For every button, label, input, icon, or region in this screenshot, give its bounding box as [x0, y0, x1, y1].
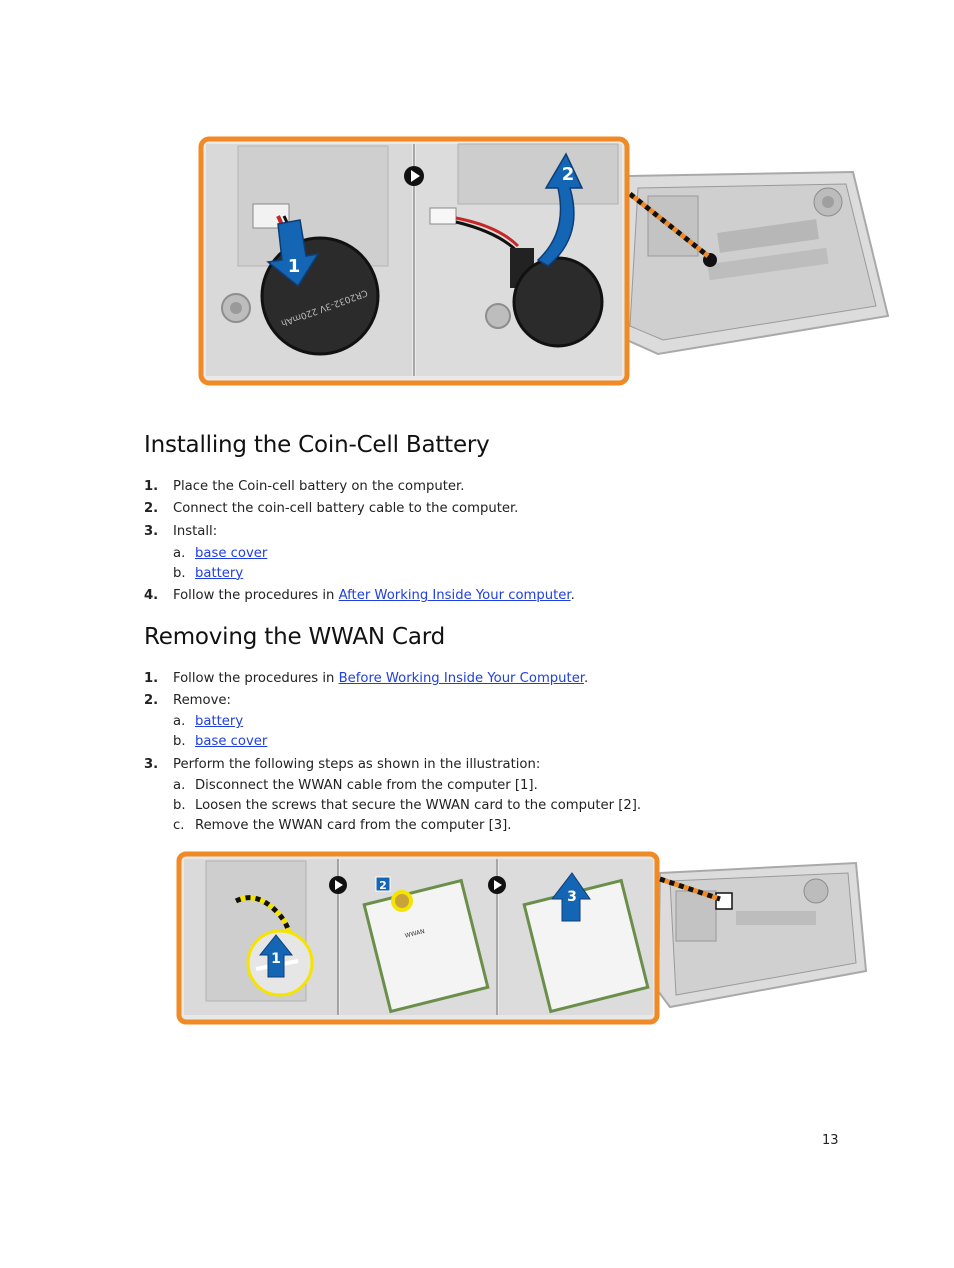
step-2-arrow: 2	[536, 152, 584, 267]
substep-letter: a.	[173, 545, 186, 561]
battery-link[interactable]: battery	[195, 714, 244, 730]
remove-wwan-steps-list: 1. Follow the procedures in Before Worki…	[144, 669, 844, 838]
step-1-arrow: 1	[266, 219, 320, 288]
step-number: 2.	[144, 501, 159, 517]
list-item: a. base cover	[173, 544, 844, 564]
step-3-arrow: 3	[550, 872, 591, 922]
step-1-label: 1	[271, 951, 281, 967]
list-item: b. base cover	[173, 732, 844, 752]
wwan-card	[362, 878, 490, 1014]
page-number: 13	[822, 1133, 839, 1148]
substep-letter: b.	[173, 734, 186, 750]
list-item: a. battery	[173, 712, 844, 732]
section-title-remove-wwan: Removing the WWAN Card	[144, 624, 446, 650]
step-text: Follow the procedures in Before Working …	[173, 669, 844, 689]
substep-letter: a.	[173, 714, 186, 730]
step-text: Remove:	[173, 693, 231, 709]
step-number: 2.	[144, 693, 159, 709]
base-cover-link[interactable]: base cover	[195, 734, 268, 750]
coin-cell-removal-illustration: CR2032-3V 220mAh 1 2	[198, 136, 890, 386]
list-item: 3. Install: a. base cover b. battery	[144, 522, 844, 584]
screw-icon	[391, 890, 413, 912]
panel-remove-card: 3	[499, 859, 653, 1015]
substep-letter: a.	[173, 777, 186, 793]
step-number: 1.	[144, 671, 159, 686]
list-item: 1. Follow the procedures in Before Worki…	[144, 669, 844, 689]
substep-text: Loosen the screws that secure the WWAN c…	[195, 797, 642, 813]
sequence-arrow-icon	[329, 876, 347, 894]
laptop-overview-image	[616, 170, 890, 356]
list-item: 3. Perform the following steps as shown …	[144, 755, 844, 836]
step-text: Connect the coin-cell battery cable to t…	[173, 501, 519, 517]
step-number: 3.	[144, 756, 159, 772]
list-item: a. Disconnect the WWAN cable from the co…	[173, 776, 844, 796]
panel-disconnect: CR2032-3V 220mAh 1	[206, 144, 412, 376]
after-working-inside-link[interactable]: After Working Inside Your computer	[338, 588, 571, 604]
step-text-suffix: .	[584, 671, 589, 686]
step-number: 3.	[144, 523, 159, 539]
step-1-label: 1	[288, 256, 301, 277]
substep-letter: b.	[173, 797, 186, 813]
list-item: 1. Place the Coin-cell battery on the co…	[144, 477, 844, 497]
step-text: Perform the following steps as shown in …	[173, 756, 541, 772]
step-text: Follow the procedures in After Working I…	[173, 586, 844, 606]
list-item: b. Loosen the screws that secure the WWA…	[173, 796, 844, 816]
step-2-badge	[375, 876, 391, 892]
panel-disconnect-cable: 1	[184, 859, 338, 1015]
coin-cell-battery-removed	[512, 256, 604, 348]
step-text: Place the Coin-cell battery on the compu…	[173, 479, 465, 494]
step-text-prefix: Follow the procedures in	[173, 671, 339, 686]
list-item: c. Remove the WWAN card from the compute…	[173, 816, 844, 836]
battery-link[interactable]: battery	[195, 565, 244, 581]
before-working-inside-link[interactable]: Before Working Inside Your Computer	[338, 671, 585, 686]
step-text: Install:	[173, 523, 218, 539]
section-title-install-coin-cell: Installing the Coin-Cell Battery	[144, 432, 490, 458]
wwan-removal-illustration: 1 WWAN 2 3	[176, 851, 868, 1025]
substep-letter: b.	[173, 565, 186, 581]
install-steps-list: 1. Place the Coin-cell battery on the co…	[144, 477, 844, 609]
step-text-suffix: .	[570, 588, 575, 604]
panel-loosen-screw: WWAN 2	[340, 859, 496, 1015]
list-item: b. battery	[173, 564, 844, 584]
list-item: 4. Follow the procedures in After Workin…	[144, 586, 844, 606]
step-1-arrow: 1	[258, 934, 294, 978]
substep-list: a. battery b. base cover	[173, 712, 844, 752]
laptop-overview-image	[656, 861, 868, 1009]
substep-text: Remove the WWAN card from the computer […	[195, 817, 512, 833]
list-item: 2. Connect the coin-cell battery cable t…	[144, 499, 844, 519]
step-3-label: 3	[567, 889, 577, 905]
sequence-arrow-icon	[488, 876, 506, 894]
step-2-label: 2	[562, 164, 575, 185]
substep-list: a. Disconnect the WWAN cable from the co…	[173, 776, 844, 836]
substep-text: Disconnect the WWAN cable from the compu…	[195, 777, 538, 793]
step-number: 1.	[144, 479, 159, 494]
list-item: 2. Remove: a. battery b. base cover	[144, 691, 844, 752]
step-number: 4.	[144, 588, 159, 604]
substep-list: a. base cover b. battery	[173, 544, 844, 584]
card-label: WWAN	[404, 928, 425, 940]
sequence-arrow-icon	[404, 166, 424, 186]
panel-remove: 2	[416, 143, 622, 376]
base-cover-link[interactable]: base cover	[195, 545, 268, 561]
step-2-label: 2	[379, 879, 387, 892]
substep-letter: c.	[173, 817, 185, 833]
step-text-prefix: Follow the procedures in	[173, 588, 339, 604]
